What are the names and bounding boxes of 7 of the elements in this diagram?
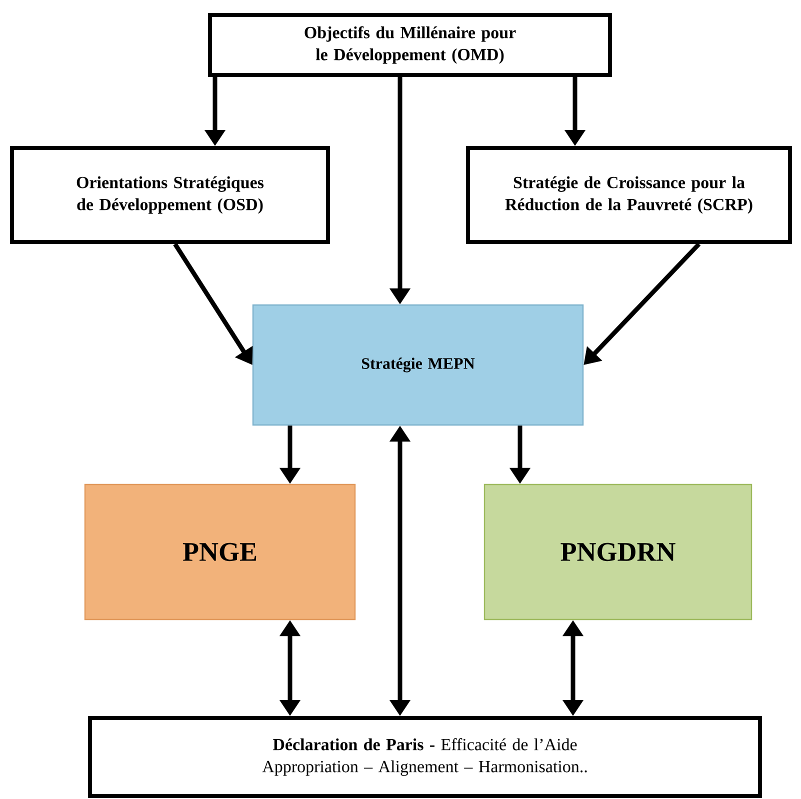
text-box: PNGDRN xyxy=(484,484,752,620)
text-box: Objectifs du Millénaire pour le Développement (OMD) xyxy=(208,13,612,77)
text-box: Stratégie de Croissance pour la Réduction de la Pauvreté (SCRP) xyxy=(466,146,792,244)
text-box: Orientations Stratégiques de Développement (OSD) xyxy=(10,146,330,244)
text-box: PNGE xyxy=(84,484,356,620)
text-box: Déclaration de Paris - Efficacité de l’Aide Appropriation – Alignement – Harmonisation.. xyxy=(88,716,762,798)
text-box: Stratégie MEPN xyxy=(252,304,584,426)
